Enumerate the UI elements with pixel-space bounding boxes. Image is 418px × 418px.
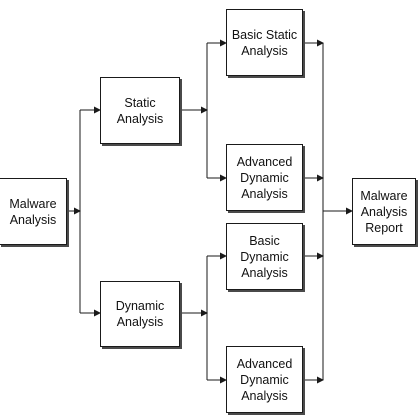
static-analysis-node: Static Analysis — [100, 77, 180, 144]
malware-analysis-node: Malware Analysis — [0, 178, 67, 245]
basic-dynamic-analysis-node: Basic Dynamic Analysis — [226, 223, 303, 290]
advanced-dynamic-analysis-node-bottom: Advanced Dynamic Analysis — [226, 346, 303, 413]
advanced-dynamic-analysis-node-top: Advanced Dynamic Analysis — [226, 144, 303, 211]
dynamic-analysis-node: Dynamic Analysis — [100, 281, 180, 347]
malware-analysis-report-node: Malware Analysis Report — [352, 178, 416, 245]
basic-static-analysis-node: Basic Static Analysis — [226, 9, 303, 76]
